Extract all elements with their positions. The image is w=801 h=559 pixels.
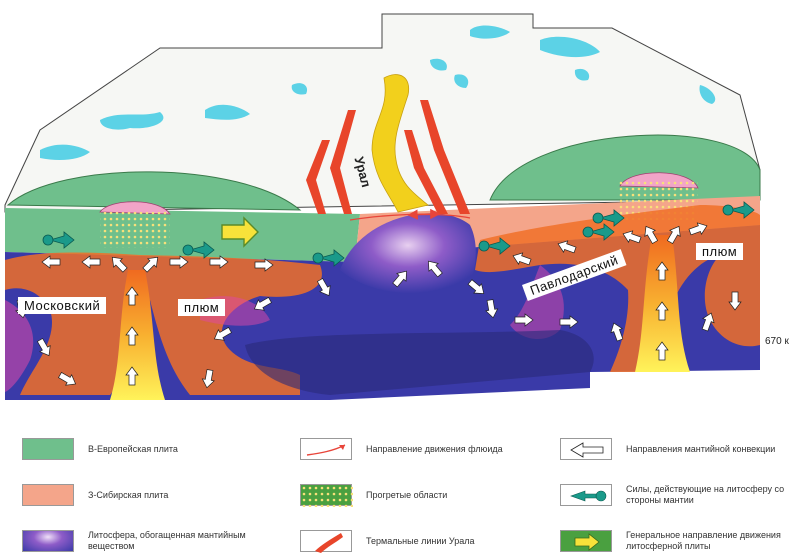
legend-item-general-direction: Генеральное направление движения литосфе… — [560, 526, 801, 556]
legend-item-convection: Направления мантийной конвекции — [560, 434, 801, 464]
heated-area-moscow — [100, 212, 170, 248]
legend-text: В-Европейская плита — [88, 443, 178, 454]
legend-text: Направление движения флюида — [366, 443, 503, 454]
legend-item-east-european-plate: В-Европейская плита — [22, 434, 263, 464]
legend-item-west-siberian-plate: З-Сибирская плита — [22, 480, 263, 510]
legend-text: Литосфера, обогащенная мантийным веществ… — [88, 530, 246, 551]
geodynamic-diagram: Урал Московский плюм Павлодарский плюм 6… — [4, 13, 789, 400]
pavlodar-plume-label-right: плюм — [696, 243, 744, 260]
enriched-lithosphere-swatch-icon — [22, 530, 74, 552]
moscow-plume-label: Московский — [18, 297, 107, 314]
legend-text: Прогретые области — [366, 489, 448, 500]
white-arrow-swatch-icon — [560, 438, 612, 460]
legend-text: Генеральное направление движения литосфе… — [626, 530, 781, 551]
legend-text: З-Сибирская плита — [88, 489, 169, 500]
heated-area-swatch-icon — [300, 484, 353, 507]
legend: В-Европейская плита Направление движения… — [0, 430, 801, 559]
general-direction-arrow-swatch-icon — [560, 530, 612, 552]
legend-item-forces: Силы, действующие на литосферу со сторон… — [560, 480, 801, 510]
east-european-dome — [6, 171, 302, 211]
ural-fold — [371, 74, 429, 213]
lower-mantle-core — [245, 330, 594, 395]
green-plate-swatch-icon — [22, 438, 74, 460]
fluid-arrows — [349, 208, 471, 221]
east-european-plate — [5, 208, 360, 262]
legend-item-thermal-lines: Термальные линии Урала — [300, 526, 541, 556]
legend-item-heated-areas: Прогретые области — [300, 480, 541, 510]
legend-text: Направления мантийной конвекции — [626, 443, 776, 454]
general-direction-arrow — [221, 216, 259, 248]
pink-plate-swatch-icon — [22, 484, 74, 506]
legend-item-enriched-lithosphere: Литосфера, обогащенная мантийным веществ… — [22, 526, 263, 556]
thermal-line-swatch-icon — [300, 530, 352, 553]
legend-item-fluid-direction: Направление движения флюида — [300, 434, 541, 464]
hot-mantle-left — [5, 252, 322, 395]
force-arrow-swatch-icon — [560, 484, 612, 506]
fluid-arrow-swatch-icon — [300, 438, 352, 460]
moscow-plume-label-right: плюм — [178, 299, 226, 316]
legend-text: Термальные линии Урала — [366, 535, 475, 546]
water-bodies — [40, 25, 716, 160]
ural-thermal-lines — [306, 100, 470, 214]
depth-label: 670 к — [765, 336, 789, 347]
diagram-canvas — [4, 13, 761, 400]
force-arrows — [42, 201, 755, 267]
legend-text: Силы, действующие на литосферу со сторон… — [626, 484, 785, 505]
